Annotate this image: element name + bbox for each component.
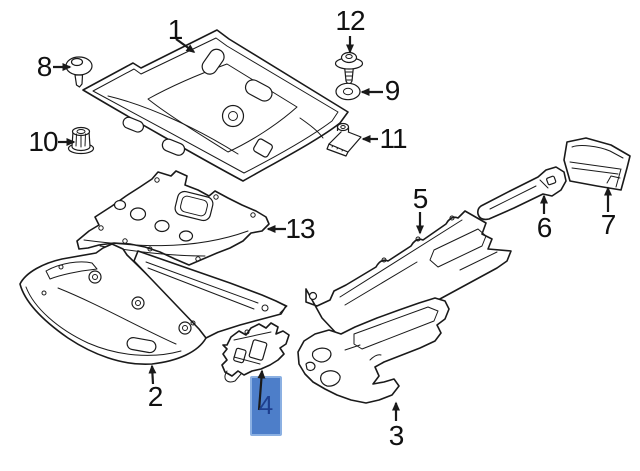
fastener-11-clip-nut-icon [326,122,362,157]
fastener-8-rivet-icon [65,56,93,88]
callout-label-11[interactable]: 11 [379,123,407,154]
callout-label-12[interactable]: 12 [335,5,365,36]
part-7-bracket [563,137,631,191]
callout-label-2[interactable]: 2 [147,381,164,412]
callout-label-6[interactable]: 6 [536,212,553,243]
callout-label-10[interactable]: 10 [28,126,58,157]
callout-label-13[interactable]: 13 [285,213,315,244]
highlight-box[interactable] [250,376,282,436]
part-5-sill-shield [305,210,512,340]
arrow-4 [257,369,266,411]
callout-label-1[interactable]: 1 [167,14,184,45]
fastener-10-nut-icon [67,126,95,155]
callout-label-4-highlighted[interactable]: 4 [258,390,274,420]
part-13-reinforcement-plate [76,170,270,266]
part-4-bracket [221,322,290,383]
part-1-underbody-panel [82,29,349,182]
callout-label-3[interactable]: 3 [388,420,405,451]
fastener-9-washer-icon [335,82,361,101]
callout-label-5[interactable]: 5 [412,183,429,214]
callout-arrows [53,36,612,421]
callout-label-9[interactable]: 9 [384,75,401,106]
arrow-2 [148,364,157,385]
fastener-12-screw-icon [334,51,364,87]
part-6-trim-strip [477,166,567,221]
arrow-1 [175,38,196,53]
callout-label-8[interactable]: 8 [36,51,53,82]
part-3-splash-shield-rear [297,297,450,404]
callout-label-7[interactable]: 7 [600,209,617,240]
part-2-splash-shield [19,243,288,365]
